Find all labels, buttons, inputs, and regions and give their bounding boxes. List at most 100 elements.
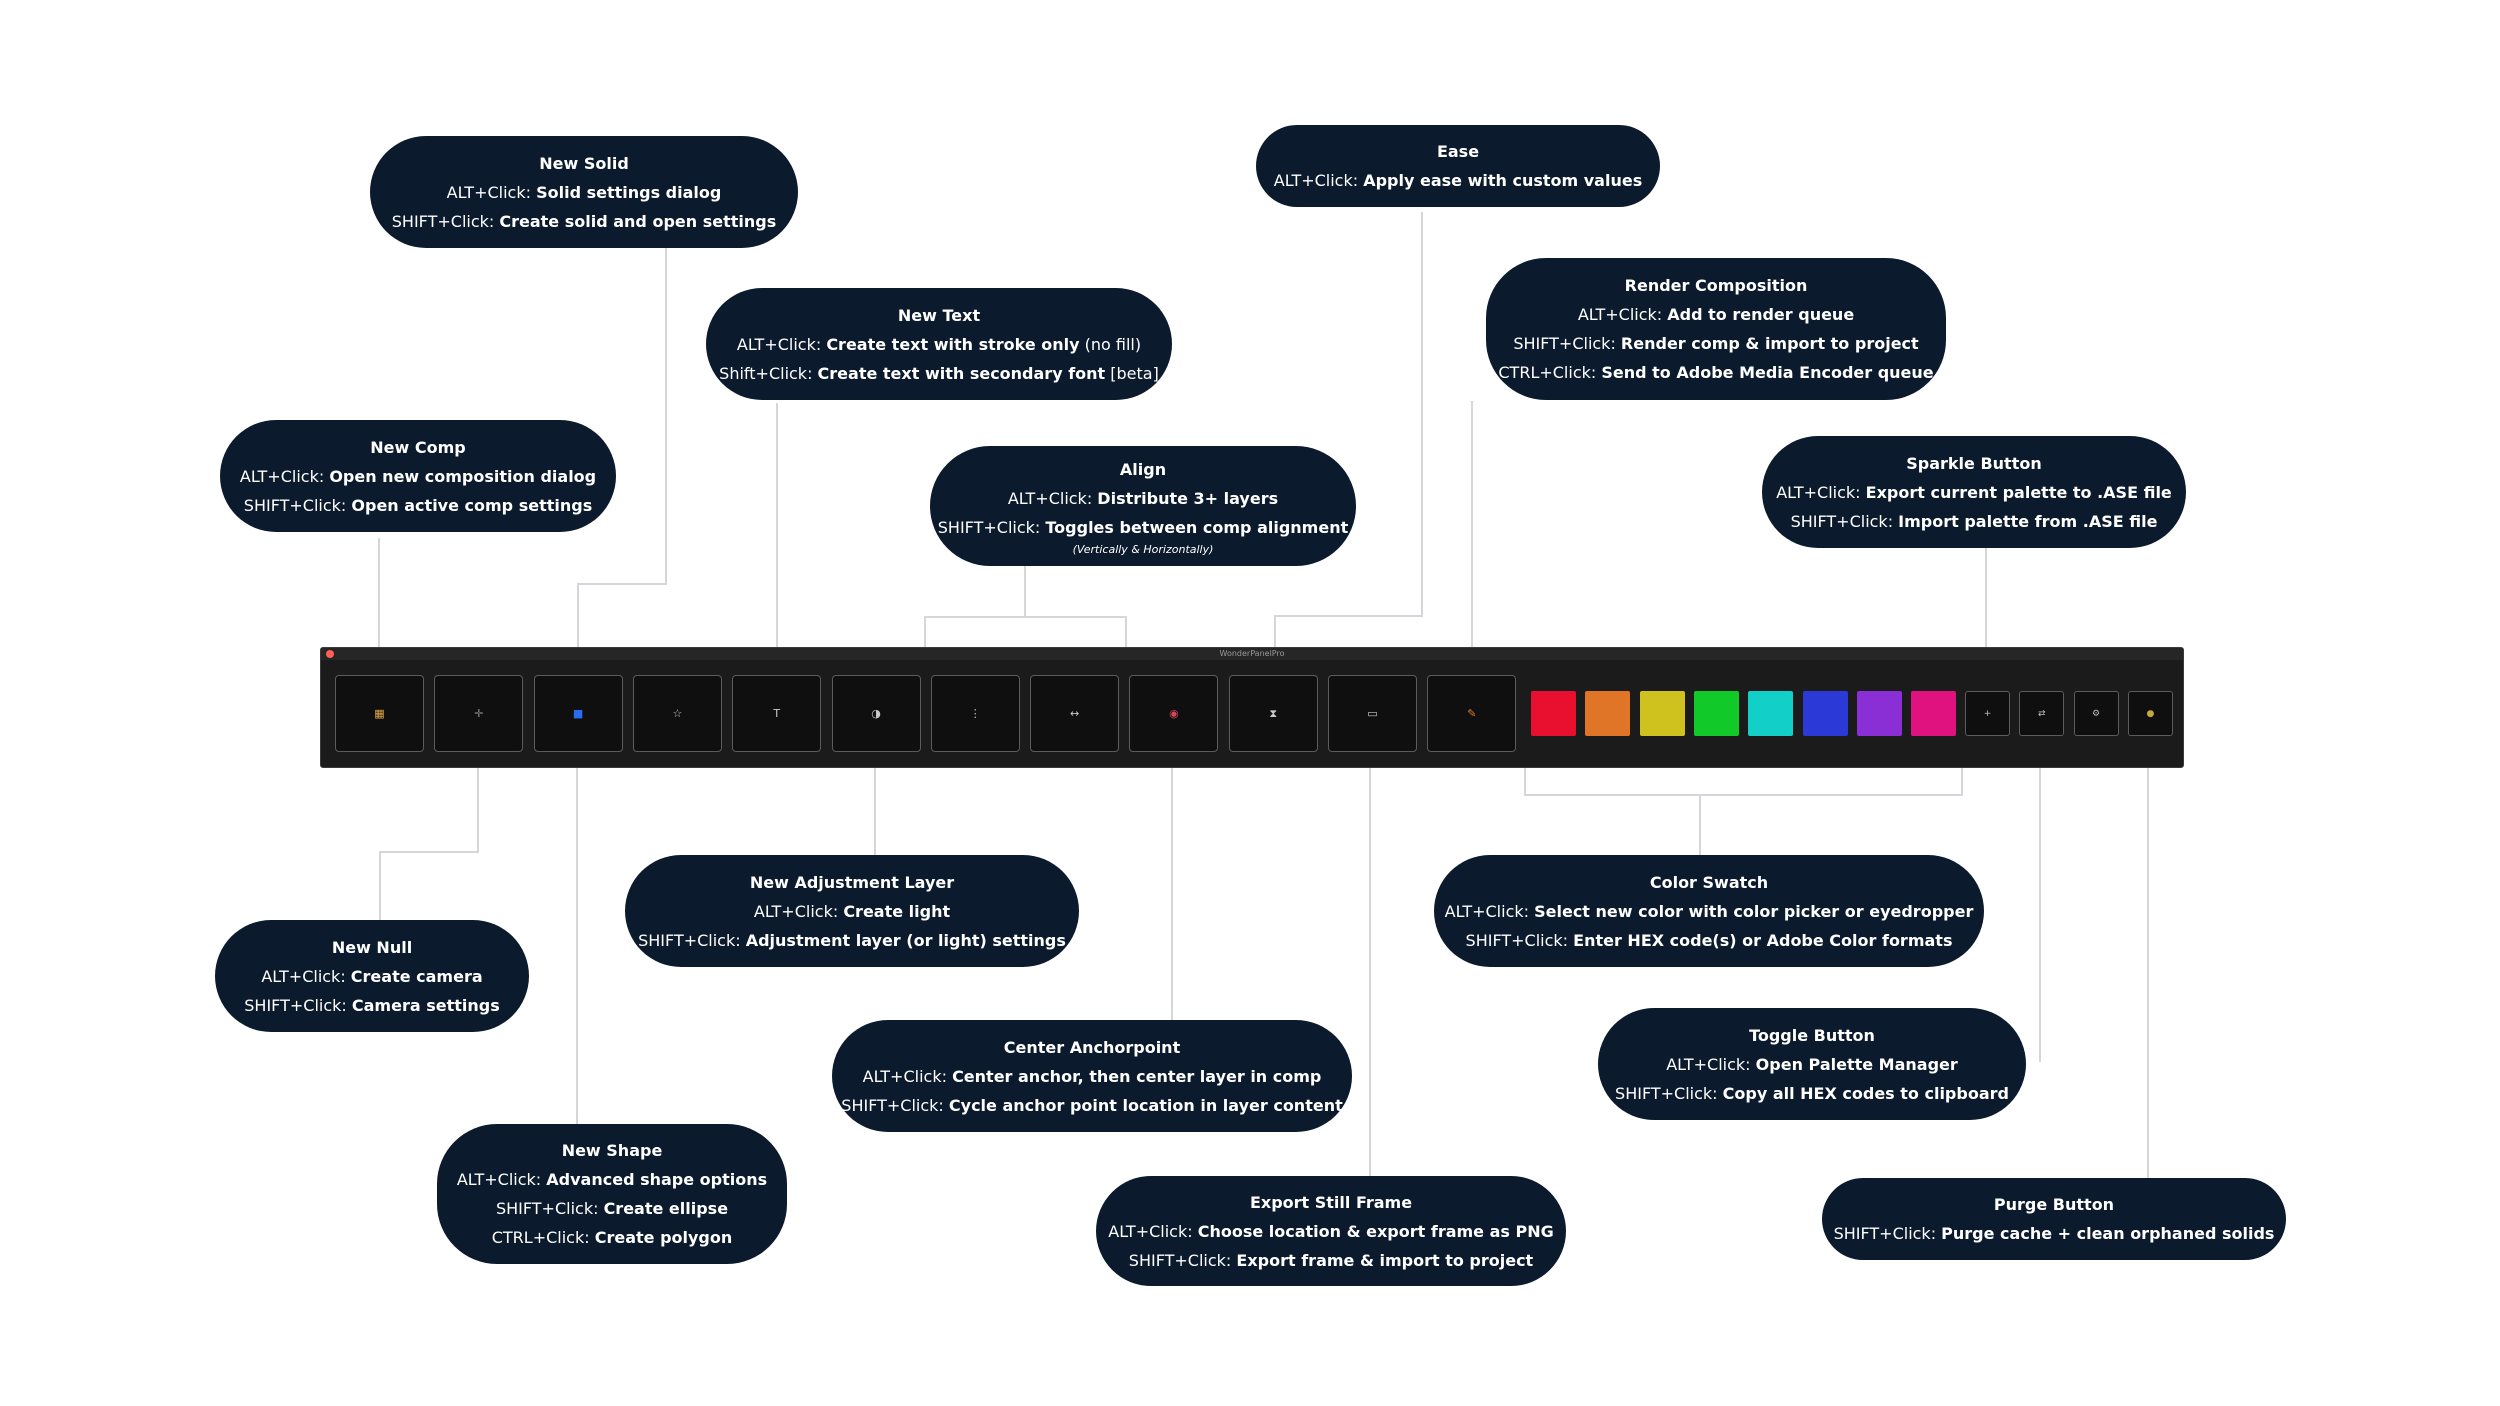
close-icon[interactable] [326,650,334,658]
callout-line: ALT+Click: Create text with stroke only … [737,330,1141,359]
comp-icon: ▦ [374,707,385,720]
modifier-key: SHIFT+Click: [1833,1224,1942,1243]
ease-icon: ↔ [1069,707,1080,720]
callout-line: SHIFT+Click: Export frame & import to pr… [1129,1246,1533,1275]
modifier-key: ALT+Click: [1577,305,1668,324]
callout-line: ALT+Click: Create camera [261,962,482,991]
action-text: Export current palette to .ASE file [1865,482,2172,502]
tool-button-render[interactable]: ⧗ [1228,675,1318,752]
action-text: Choose location & export frame as PNG [1197,1221,1554,1241]
align-icon: ⋮ [969,707,981,720]
action-text: Open Palette Manager [1755,1054,1958,1074]
sparkle-wand-icon: ✎ [1467,707,1477,720]
modifier-key: ALT+Click: [1776,482,1866,502]
modifier-key: SHIFT+Click: [638,930,746,950]
action-text: Create text with stroke only [826,334,1080,354]
action-text: Purge cache + clean orphaned solids [1941,1224,2275,1243]
action-text: Toggles between comp alignment [1045,517,1349,537]
action-text: Render comp & import to project [1620,334,1919,353]
tool-button-export-still[interactable]: ▭ [1328,675,1417,752]
color-swatch-2[interactable] [1585,691,1631,736]
color-swatch-5[interactable] [1748,691,1794,736]
wonder-panel: WonderPanelPro ▦ ✛ ■ ☆ T ◑ ⋮ ↔ ◉⧗ ▭ ✎ + ⇄⚙● [320,647,2184,768]
callout-line: ALT+Click: Open Palette Manager [1666,1050,1958,1079]
button-toggle[interactable]: ⇄ [2019,691,2065,736]
modifier-key: SHIFT+Click: [1615,1083,1723,1103]
color-swatch-7[interactable] [1856,691,1902,736]
modifier-key: SHIFT+Click: [1465,930,1574,950]
callout-title: Center Anchorpoint [1003,1037,1181,1057]
modifier-key: ALT+Click: [1444,901,1535,921]
callout-title: New Solid [539,153,629,173]
export-frame-icon: ▭ [1367,707,1378,720]
callout-line: SHIFT+Click: Create solid and open setti… [392,207,776,236]
callout-line: ALT+Click: Center anchor, then center la… [863,1062,1322,1091]
color-swatch-8[interactable] [1911,691,1957,736]
solid-icon: ■ [572,707,584,720]
text-icon: T [773,707,781,720]
modifier-key: ALT+Click: [753,901,844,921]
null-icon: ✛ [474,707,484,720]
tool-button-new-null[interactable]: ✛ [434,675,524,752]
color-swatch-6[interactable] [1802,691,1848,736]
action-text: Create camera [350,966,483,986]
action-text: Select new color with color picker or ey… [1534,901,1974,921]
button-settings[interactable]: ⚙ [2073,691,2119,736]
action-text: Create polygon [594,1228,733,1247]
callout-line: ALT+Click: Add to render queue [1578,300,1854,329]
callout-title: Purge Button [1993,1195,2115,1214]
tool-button-align[interactable]: ⋮ [930,675,1020,752]
modifier-key: SHIFT+Click: [937,517,1046,537]
action-text: Enter HEX code(s) or Adobe Color formats [1573,930,1953,950]
modifier-key: SHIFT+Click: [1128,1250,1237,1270]
action-text: Create ellipse [603,1199,729,1218]
callout-line: ALT+Click: Distribute 3+ layers [1008,484,1278,513]
tool-button-ease[interactable]: ↔ [1030,675,1120,752]
callout-line: Shift+Click: Create text with secondary … [719,359,1159,388]
tool-button-new-comp[interactable]: ▦ [335,675,424,752]
plus-icon: + [1983,708,1992,719]
callout-title: Align [1119,459,1167,479]
callout-title: New Null [331,937,413,957]
color-swatch-3[interactable] [1639,691,1685,736]
button-purge[interactable]: ● [2127,691,2173,736]
star-icon: ☆ [672,707,683,720]
callout-title: Ease [1436,142,1480,161]
modifier-key: ALT+Click: [1666,1054,1756,1074]
action-text: Adjustment layer (or light) settings [745,930,1066,950]
modifier-key: ALT+Click: [456,1170,547,1189]
tool-button-new-adjustment[interactable]: ◑ [831,675,921,752]
tool-button-center-anchor[interactable]: ◉ [1129,675,1219,752]
color-swatch-1[interactable] [1531,691,1576,736]
color-swatch-4[interactable] [1693,691,1739,736]
modifier-key: CTRL+Click: [1498,363,1602,382]
action-text: Add to render queue [1667,305,1855,324]
panel-title: WonderPanelPro [1219,649,1285,658]
callout-title: New Shape [561,1141,663,1160]
action-text: Create text with secondary font [817,363,1106,383]
action-text: Center anchor, then center layer in comp [952,1066,1322,1086]
tool-button-new-shape[interactable]: ☆ [632,675,722,752]
callout-line: ALT+Click: Solid settings dialog [447,178,722,207]
callout-title: Render Composition [1624,276,1808,295]
tool-button-sparkle[interactable]: ✎ [1427,675,1517,752]
tool-button-new-solid[interactable]: ■ [533,675,623,752]
modifier-key: SHIFT+Click: [391,211,500,231]
callout-line: SHIFT+Click: Cycle anchor point location… [841,1091,1342,1120]
modifier-key: ALT+Click: [1007,488,1098,508]
callout-title: New Text [897,305,981,325]
callout-title: New Adjustment Layer [749,872,955,892]
tool-button-new-text[interactable]: T [732,675,822,752]
button-toggle-left[interactable]: + [1965,691,2010,736]
callout-title: Sparkle Button [1906,453,2042,473]
modifier-key: Shift+Click: [719,363,818,383]
